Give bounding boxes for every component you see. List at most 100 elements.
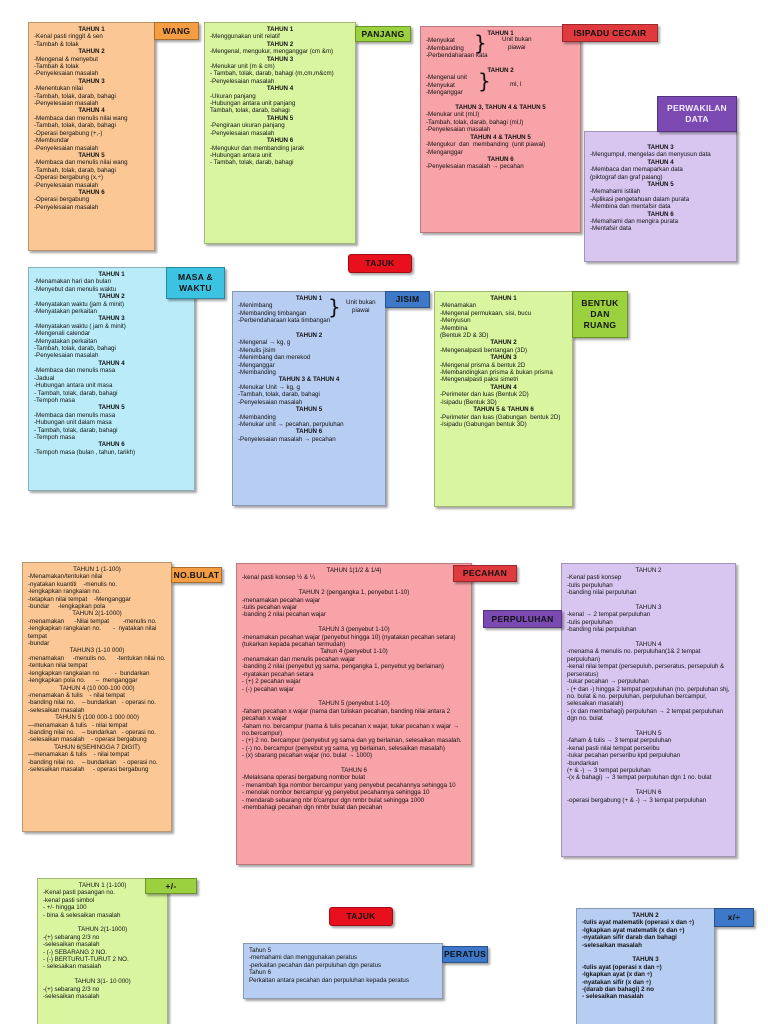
spacer [567, 634, 730, 641]
jisim-t1-heading: TAHUN 1 [295, 295, 323, 302]
year-heading: TAHUN 1 [490, 295, 517, 302]
list-item: -Menganggar [426, 89, 463, 97]
list-item: -menamakan & tulis - nilai tempat [28, 691, 125, 699]
list-item: -Menamakan hari dan bulan [34, 278, 112, 286]
panjang-label: PANJANG [355, 26, 411, 42]
list-item: -kenal nilai tempat (persepuluh, persera… [567, 663, 726, 678]
year-heading: TAHUN 4 [266, 85, 294, 93]
list-item: Tambah, tolak, darab, bahagi [210, 107, 290, 115]
list-item: -kenal → 2 tempat perpuluhan [567, 611, 651, 619]
peratus-label: PERATUS [442, 946, 488, 963]
list-item: -Penyelesaian masalah → pecahan [426, 163, 524, 171]
list-item: -nyatakan pecahan setara [242, 670, 314, 678]
list-item: - (+) 2 pecahan wajar [242, 678, 301, 686]
year-heading: TAHUN 6 [635, 789, 662, 797]
year-heading: TAHUN 3 [266, 55, 294, 63]
list-item: -nyatakan sifir darab dan bahagi [582, 934, 677, 942]
spacer [43, 919, 162, 926]
list-item: —menamakan & tulis - nilai tempat [28, 721, 128, 729]
tambahtolak-box: TAHUN 1 (1-100)-Kenal pasti pasangan no.… [37, 878, 168, 1024]
spacer [582, 949, 709, 956]
spacer [567, 782, 730, 789]
list-item: -operasi bergabung (+ & -) → 3 tempat pe… [567, 796, 707, 804]
list-item: -Menyatakan waktu (jam & minit) [34, 300, 125, 308]
isipadu-rest: TAHUN 3, TAHUN 4 & TAHUN 5-Menukar unit … [426, 104, 575, 171]
bentuk-box: TAHUN 1-Menamakan-Mengenal permukaan, si… [434, 291, 573, 507]
year-heading: TAHUN 4 (10 000-100 000) [59, 684, 135, 692]
list-item: -selesaikan masalah [582, 941, 642, 949]
year-heading: TAHUN 6 [340, 766, 367, 774]
year-heading: TAHUN 3 [98, 315, 125, 323]
brace-icon: } [474, 31, 487, 56]
list-item: -tukar pecahan perseribu kpd perpuluhan [567, 752, 681, 760]
list-item: -Membanding [426, 44, 464, 52]
nobulat-box: TAHUN 1 (1-100)-Menamakan/tentukan nilai… [22, 562, 172, 832]
list-item: -Membaca dan menulis masa [34, 367, 116, 375]
list-item: -Mengenal, mengukur, menganggar (cm &m) [210, 48, 334, 56]
list-item: -tulis ayat (operasi x dan ÷) [582, 963, 662, 971]
list-item: -Menyusun [440, 317, 471, 325]
list-item: -tulis perpuluhan [567, 581, 613, 589]
year-heading: TAHUN 1(1/2 & 1/4) [326, 567, 382, 574]
list-item: -Tambah, tolak, darab, bahagi [34, 92, 116, 100]
list-item: -Hubungan antara unit [210, 151, 272, 159]
list-item: —menamakan & tulis - nilai tempat [28, 751, 130, 759]
list-item: -memahami dan menggunakan peratus [249, 954, 358, 962]
list-item: (Bentuk 2D & 3D) [440, 332, 489, 340]
year-heading: TAHUN 4 [78, 107, 105, 115]
list-item: -(+) sebarang 2/3 no [43, 933, 100, 941]
list-item: -Penyelesaian masalah [426, 126, 491, 134]
jisim-box: TAHUN 1 -Menimbang -Membanding timbangan… [232, 291, 386, 506]
list-item: -Perimeter dan luas (Gabungan bentuk 2D) [440, 413, 561, 421]
list-item: -tetapkan nilai tempat -Menganggar [28, 595, 131, 603]
list-item: -banding 2 nilai pecahan wajar [242, 611, 326, 619]
list-item: - menolak nombor bercampur yg penyebut p… [242, 789, 430, 797]
list-item: -menamakan pecahan wajar [242, 596, 321, 604]
year-heading: TAHUN 3 [78, 77, 105, 85]
list-item: -Menamakan [440, 302, 477, 310]
year-heading: TAHUN 3(1- 10 000) [74, 978, 131, 986]
perwakilan-box: TAHUN 3-Mengumpul, mengelas dan menyusun… [584, 131, 737, 262]
list-item: -faham pecahan x wajar (nama dan tuliska… [242, 707, 452, 723]
year-heading: TAHUN 2 [78, 48, 105, 56]
list-item: - +/- hingga 100 [43, 904, 87, 912]
year-heading: TAHUN 3 [647, 144, 674, 151]
brace-icon: } [478, 69, 491, 94]
year-heading: TAHUN 5 [98, 404, 125, 412]
year-heading: TAHUN 1 [98, 271, 125, 278]
list-item: -Tambah, tolak, darab, bahagi [34, 345, 116, 353]
tambahtolak-label: +/- [145, 878, 197, 894]
list-item: -Menyukat [426, 37, 455, 45]
list-item: -Mengenal prisma & bentuk 2D [440, 361, 526, 369]
spacer [242, 619, 466, 626]
list-item: -Melaksana operasi bergabung nombor bula… [242, 774, 366, 782]
list-item: - (+) 2 no. bercampur (penyebut yg sama … [242, 737, 462, 745]
list-item: -faham no. bercampur (nama & tulis pecah… [242, 722, 461, 737]
year-heading: TAHUN 4 [635, 641, 662, 649]
list-item: -faham & tulis → 3 tempat perpuluhan [567, 737, 672, 745]
list-item: -Penyelesaian masalah [34, 181, 99, 189]
list-item: -Kenal pasti konsep [567, 574, 622, 582]
list-item: (piktograf dan graf palang) [590, 173, 663, 181]
list-item: -Tambah, tolak, darab, bahagi [238, 391, 320, 399]
spacer [43, 971, 162, 978]
year-heading: TAHUN 5 [78, 151, 105, 159]
perpuluhan-box: TAHUN 2-Kenal pasti konsep-tulis perpulu… [561, 563, 736, 857]
list-item: - mendarab sebarang nbr b'campur dgn nmb… [242, 796, 425, 804]
list-item: -Penyelesaian masalah [34, 203, 99, 211]
list-item: -Membaca dan menulis masa [34, 411, 116, 419]
list-item: -Tambah & tolak [34, 40, 79, 48]
year-heading: TAHUN 5 (100 000-1 000 000) [55, 714, 139, 722]
perwakilan-label: PERWAKILAN DATA [657, 96, 737, 132]
year-heading: TAHUN 6 [98, 441, 125, 449]
list-item: -menama & menulis no. perpuluhan(1& 2 te… [567, 648, 703, 663]
list-item: -bundar -lengkapkan pola [28, 603, 106, 611]
year-heading: TAHUN 2 [632, 912, 659, 919]
list-item: -Tempoh masa [34, 433, 75, 441]
list-item: -Membaca dan memaparkan data [590, 166, 683, 174]
isipadu-t2-heading: TAHUN 2 [487, 67, 514, 75]
list-item: -Membaca dan menulis nilai wang [34, 114, 128, 122]
list-item: - (-) pecahan wajar [242, 685, 294, 693]
year-heading: TAHUN 1 [78, 26, 105, 33]
